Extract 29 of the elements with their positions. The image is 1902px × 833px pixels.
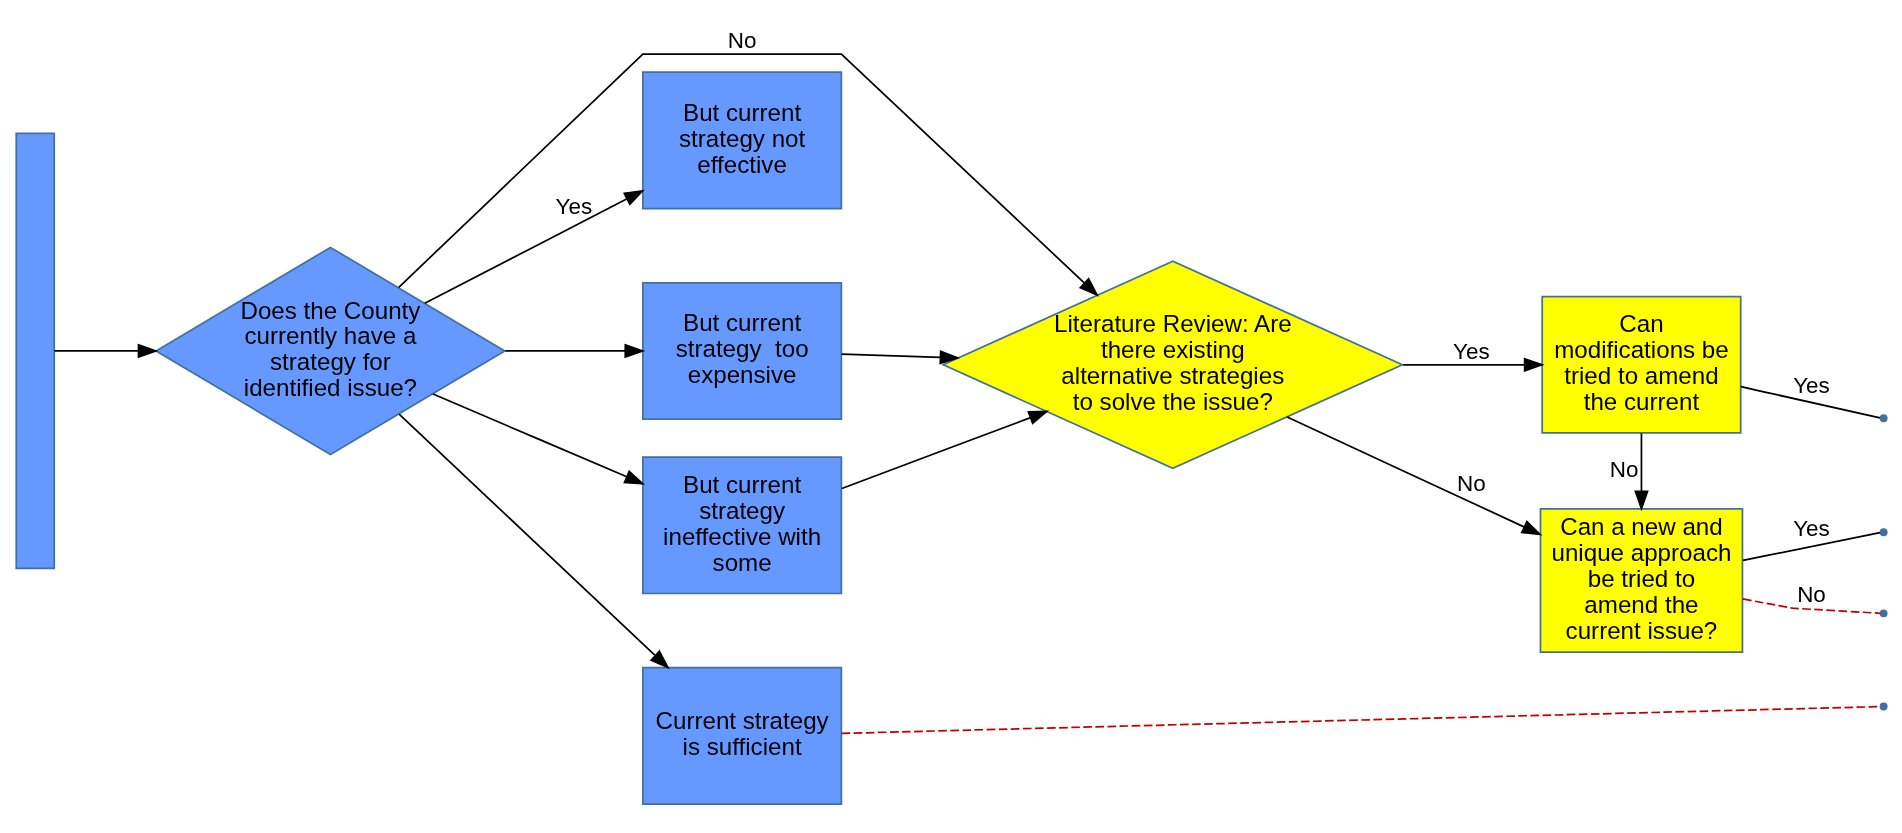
edge-label: Yes [555,193,592,219]
node-box [14,132,55,569]
arrow [397,52,1099,297]
connector [1739,385,1881,419]
arrow [1401,357,1545,372]
edge-label: No [1796,581,1826,607]
node-box: But current strategy not effective [641,70,842,209]
node-box: Current strategy is sufficient [641,666,842,805]
edge-label: Yes [1792,372,1830,398]
arrow [431,392,645,485]
edge-label: No [1456,470,1486,496]
node-box: Can modifications be tried to amend the current [1540,295,1742,434]
arrow [53,343,158,358]
node-box: But current strategy too expensive [641,281,842,420]
connector [1741,531,1881,561]
connector [1741,597,1881,614]
arrow [397,412,670,669]
edge-label: Yes [1452,338,1490,364]
node-box: But current strategy ineffective with some [641,455,842,594]
arrow [423,189,645,304]
edge-label: No [727,27,756,53]
arrow [1285,415,1542,535]
edge-label: No [1609,456,1639,482]
arrow [840,410,1049,489]
edge-label: Yes [1792,515,1830,541]
arrow [503,343,645,358]
arrow [1633,432,1649,511]
arrow [840,349,960,365]
node-box: Can a new and unique approach be tried to amend the current issue? [1539,507,1743,653]
